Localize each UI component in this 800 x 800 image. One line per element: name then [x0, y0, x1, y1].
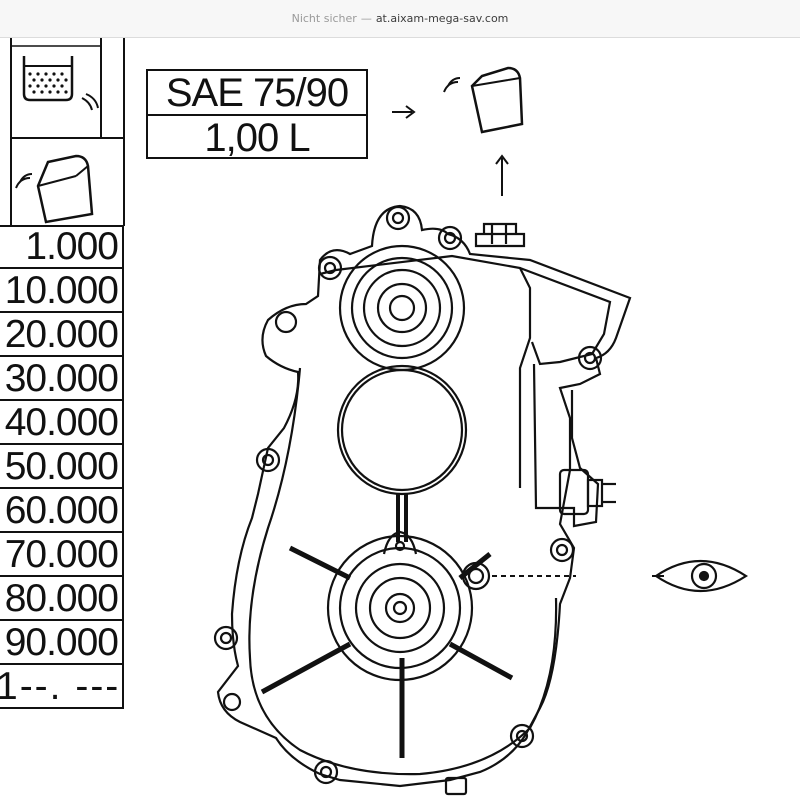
interval-row: 1.000: [0, 225, 124, 269]
interval-value: 90.000: [4, 621, 119, 664]
middle-port: [336, 364, 468, 496]
interval-value: 20.000: [4, 313, 119, 356]
interval-row: 40.000: [0, 401, 124, 445]
arrow-right-icon: [392, 105, 416, 119]
refill-container-icon: [443, 66, 524, 134]
browser-address-bar[interactable]: Nicht sicher — at.aixam-mega-sav.com: [0, 0, 800, 38]
host-label: at.aixam-mega-sav.com: [375, 12, 509, 25]
service-interval-column: 1.000 10.000 20.000 30.000 40.000 50.000…: [0, 38, 126, 800]
page-content: 1.000 10.000 20.000 30.000 40.000 50.000…: [0, 38, 800, 800]
interval-row: 70.000: [0, 533, 124, 577]
eye-icon: [654, 560, 749, 592]
gearbox-drawing: [213, 66, 749, 796]
interval-value: 10.000: [4, 269, 119, 312]
gearbox-diagram: [213, 204, 632, 796]
interval-row: 20.000: [0, 313, 124, 357]
interval-table: 1.000 10.000 20.000 30.000 40.000 50.000…: [0, 225, 124, 709]
interval-value: 30.000: [4, 357, 119, 400]
drain-plug: [444, 776, 468, 796]
upper-shaft: [338, 244, 466, 372]
oil-capacity: 1,00 L: [204, 116, 310, 160]
interval-value: 1--. ---: [0, 665, 121, 708]
interval-row: 50.000: [0, 445, 124, 489]
interval-row: 1--. ---: [0, 665, 124, 709]
bolt-heads: [213, 205, 603, 785]
lower-shaft: [260, 530, 514, 758]
level-check-port: [461, 561, 491, 591]
interval-row: 30.000: [0, 357, 124, 401]
interval-value: 60.000: [4, 489, 119, 532]
interval-row: 90.000: [0, 621, 124, 665]
security-label: Nicht sicher: [291, 12, 357, 25]
tilted-container-icon: [15, 154, 94, 224]
left-icon-panel: [10, 38, 125, 226]
oil-container-icon: [22, 56, 99, 111]
interval-row: 10.000: [0, 269, 124, 313]
oil-grade: SAE 75/90: [148, 71, 366, 116]
fill-plug: [474, 222, 526, 248]
arrow-up-icon: [495, 154, 509, 196]
interval-value: 70.000: [4, 533, 119, 576]
interval-value: 40.000: [4, 401, 119, 444]
interval-row: 80.000: [0, 577, 124, 621]
interval-value: 50.000: [4, 445, 119, 488]
interval-value: 80.000: [4, 577, 119, 620]
interval-value: 1.000: [25, 225, 119, 268]
interval-row: 60.000: [0, 489, 124, 533]
mount-bracket: [532, 363, 616, 528]
address-separator: —: [360, 12, 372, 25]
oil-spec-box: SAE 75/90 1,00 L: [146, 69, 368, 160]
